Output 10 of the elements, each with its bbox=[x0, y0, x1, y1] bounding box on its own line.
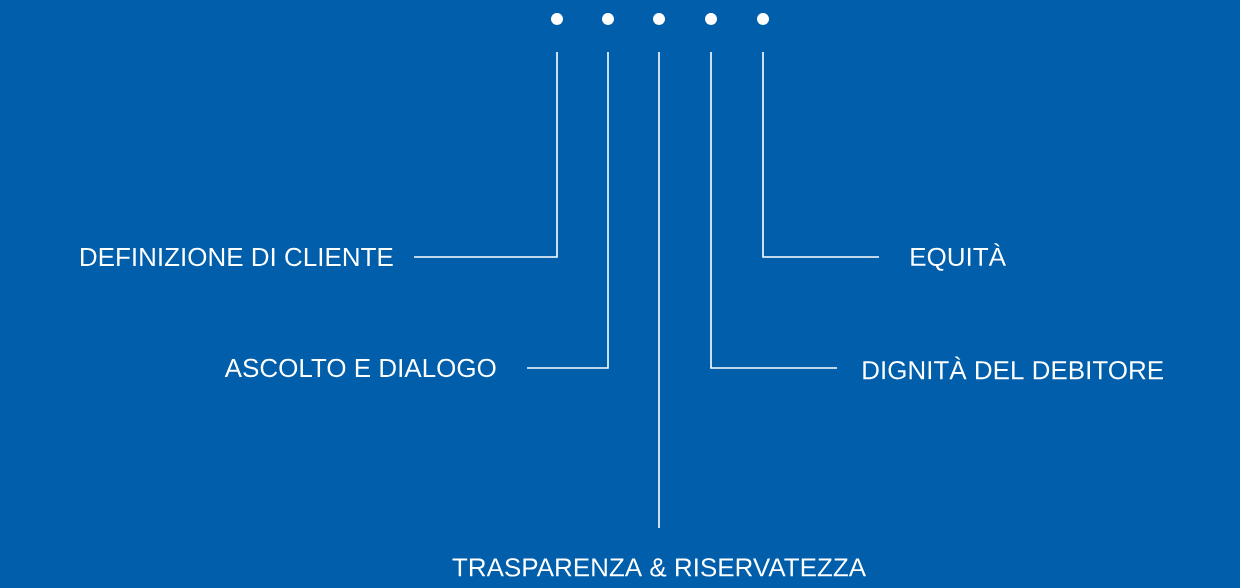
leader-line bbox=[413, 51, 558, 258]
label-text: TRASPARENZA & RISERVATEZZA bbox=[452, 558, 867, 577]
label-text: EQUITÀ bbox=[911, 243, 1006, 271]
leader-line bbox=[526, 51, 609, 369]
label-text: DIGNITÀ DEL DEBITORE bbox=[863, 356, 1163, 380]
leader-line bbox=[658, 51, 660, 529]
label-text: ASCOLTO E DIALOGO bbox=[224, 358, 496, 378]
leader-line bbox=[762, 51, 880, 258]
label-text: DEFINIZIONE DI CLIENTE bbox=[81, 247, 393, 267]
leader-line bbox=[710, 51, 838, 369]
